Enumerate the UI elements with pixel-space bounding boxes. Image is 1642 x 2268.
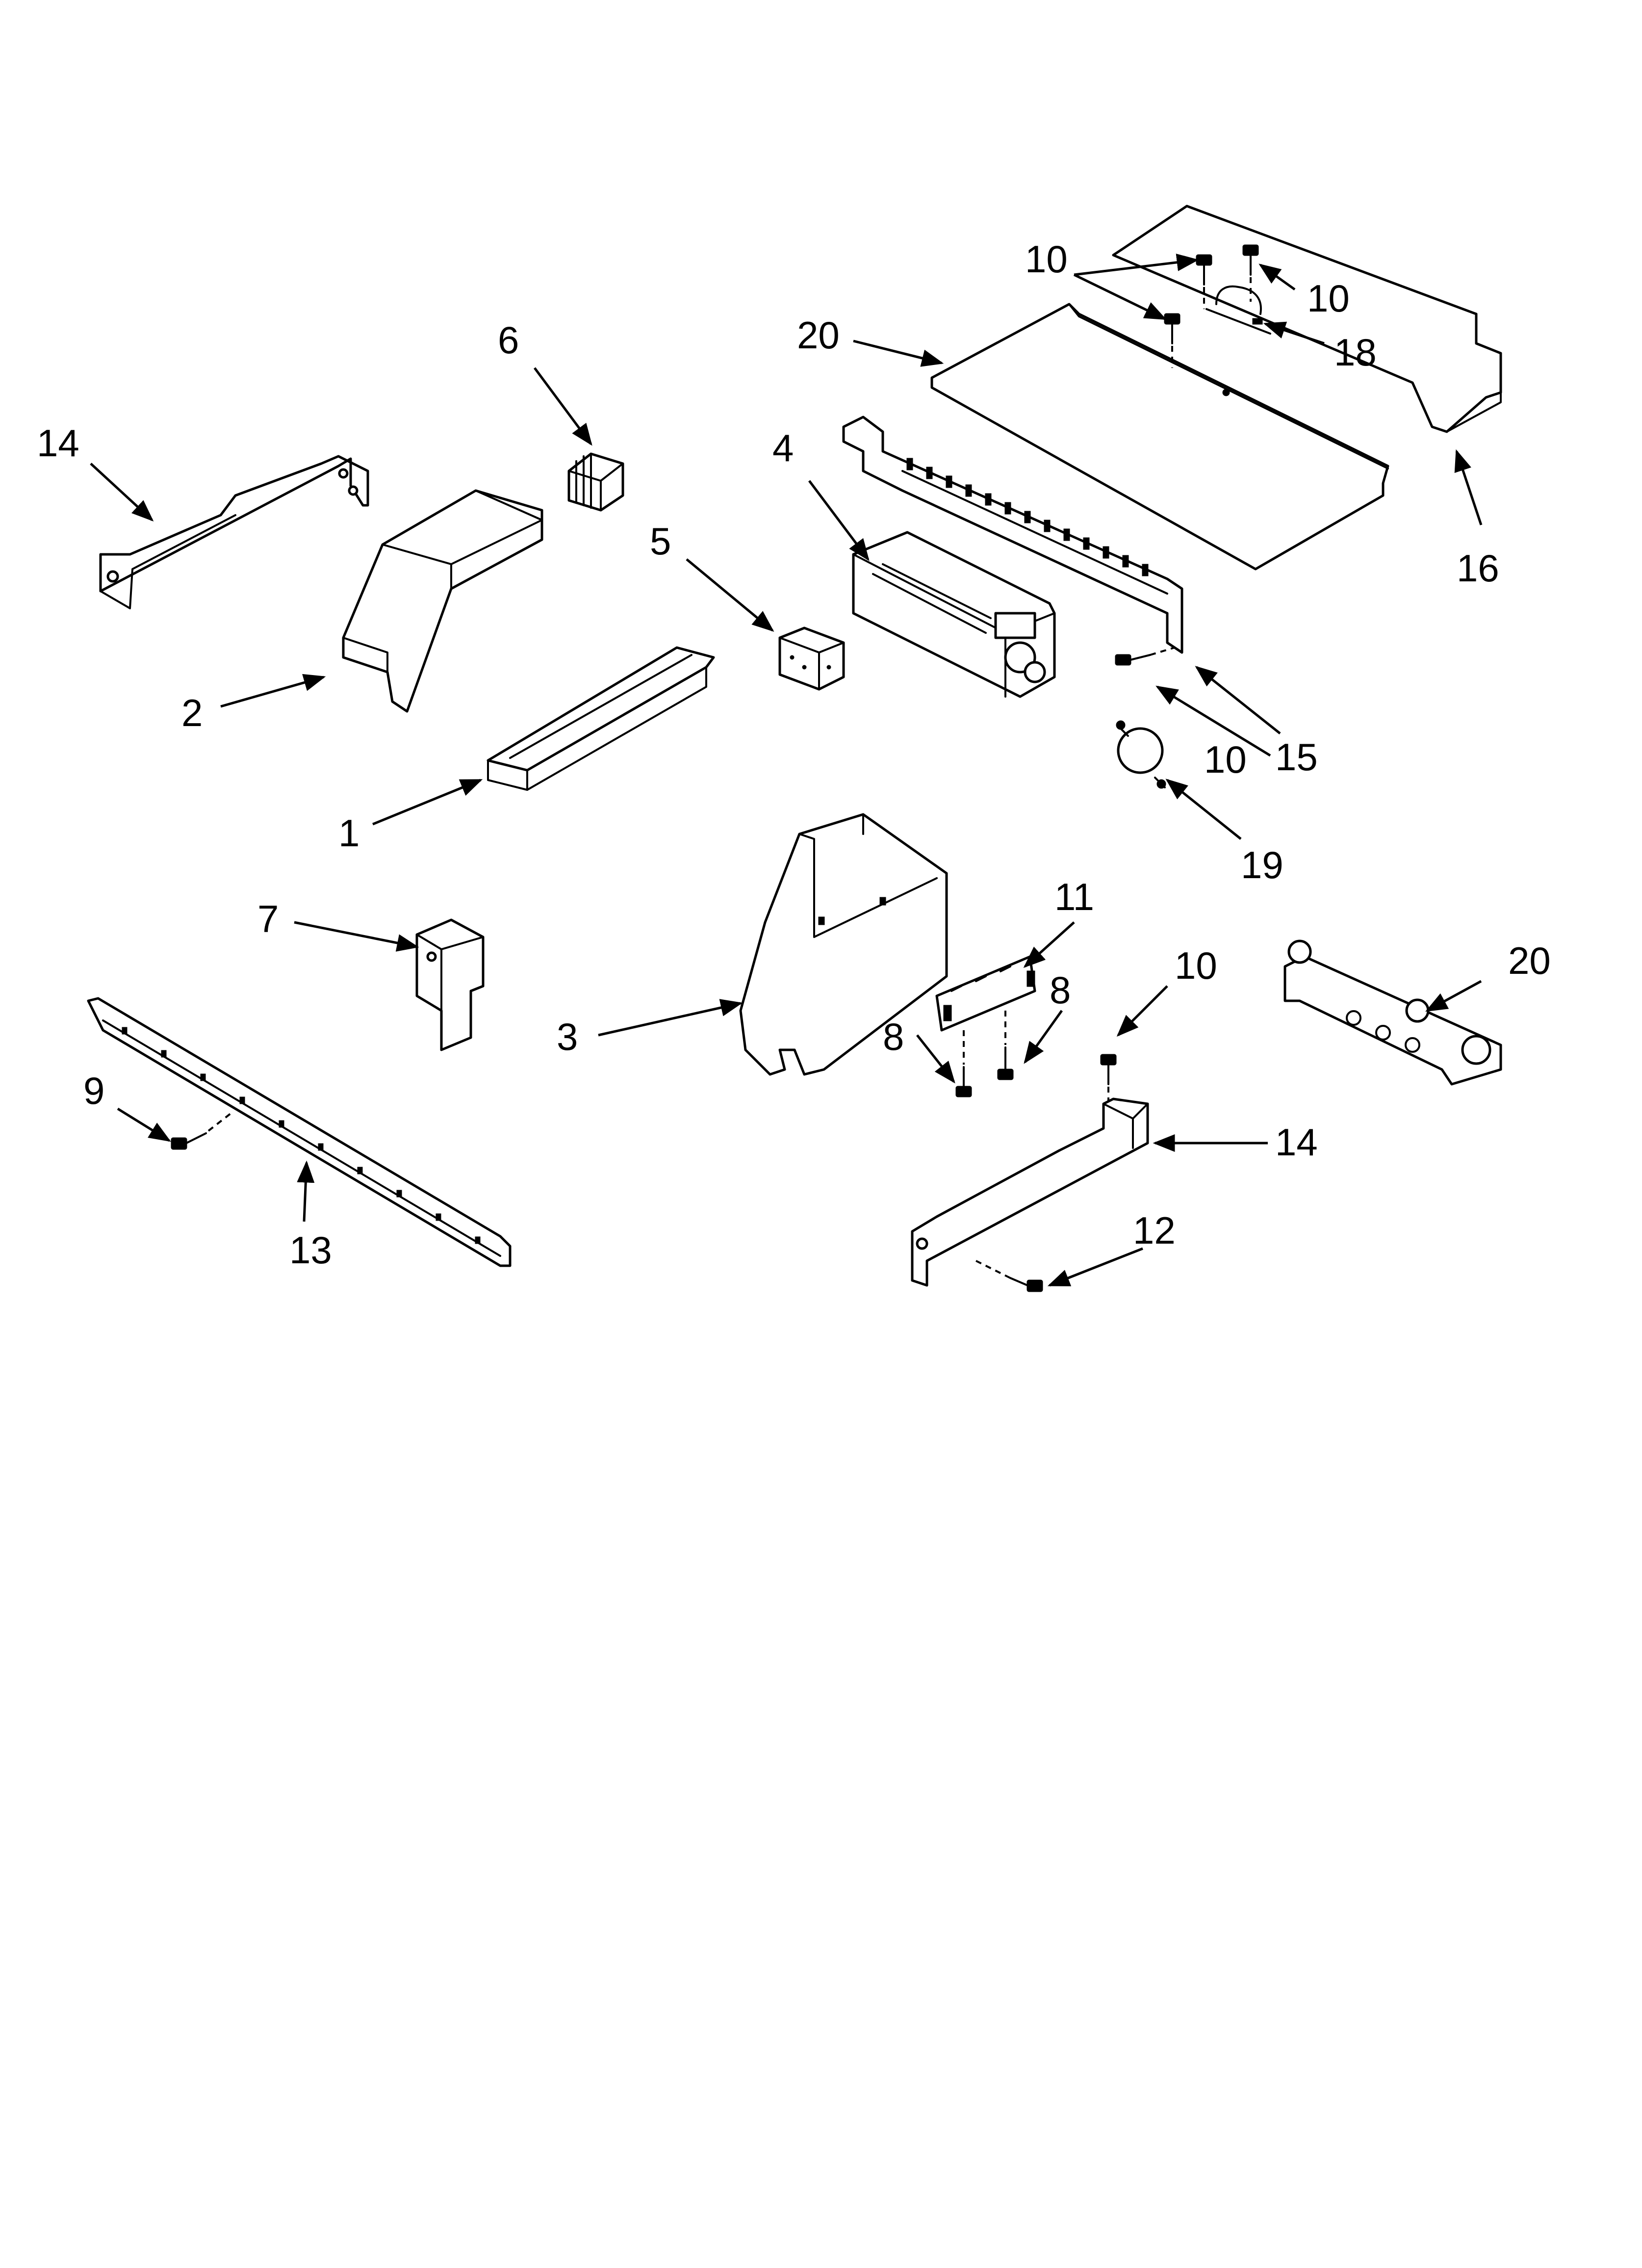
part-1-channel: [487, 646, 715, 791]
callout-15: 15: [1275, 735, 1318, 779]
part-7-bracket: [415, 918, 485, 1051]
part-8-screw-1: [955, 1030, 972, 1097]
callout-10: 10: [1204, 738, 1247, 781]
part-5-box: [778, 626, 845, 691]
leader-lines: [90, 253, 1483, 1287]
callout-12: 12: [1133, 1209, 1176, 1252]
callout-10: 10: [1025, 237, 1068, 281]
part-19-thermal-disc: [1116, 720, 1166, 789]
callout-7: 7: [257, 897, 279, 940]
callout-3: 3: [557, 1015, 578, 1058]
part-14-right-bracket: [911, 1097, 1149, 1287]
part-14-left-bracket: [99, 455, 369, 609]
part-10-screw-right: [1115, 647, 1175, 666]
callout-20: 20: [1508, 939, 1551, 982]
callout-8: 8: [1050, 968, 1071, 1012]
part-13-rail: [87, 997, 512, 1267]
part-20-harness-plate: [1283, 939, 1502, 1086]
part-9-screw: [171, 1113, 231, 1150]
callout-18: 20: [797, 313, 840, 357]
callout-17: 18: [1334, 331, 1377, 374]
part-4-control-module: [852, 531, 1056, 698]
rail-slots: [122, 1027, 481, 1244]
part-10-screw-top-1: [1196, 254, 1212, 309]
callout-19: 19: [1241, 843, 1283, 886]
callout-8: 8: [883, 1015, 904, 1058]
callout-4: 4: [772, 426, 794, 469]
callout-14: 14: [37, 421, 79, 465]
callout-16: 16: [1457, 547, 1499, 590]
bracket-slots: [906, 458, 1149, 576]
callout-10: 10: [1307, 277, 1350, 320]
callout-5: 5: [650, 520, 671, 563]
callout-13: 13: [289, 1228, 332, 1272]
part-15-perforated-bracket: [842, 416, 1183, 654]
part-10-screw-top-3: [1164, 313, 1180, 368]
callout-labels: 10 10 18 20 16 6 14 4 5 2 1 10 15 19 7 1…: [37, 237, 1551, 1272]
part-6-block: [567, 452, 624, 512]
part-17-clamp: [1206, 285, 1271, 335]
callout-6: 6: [498, 318, 519, 362]
part-12-screw: [975, 1260, 1043, 1292]
part-11-terminal-block: [935, 955, 1036, 1032]
callout-2: 2: [181, 691, 203, 734]
callout-14: 14: [1275, 1121, 1318, 1164]
callout-10: 10: [1175, 944, 1217, 987]
part-3-formed-duct: [739, 813, 948, 1076]
callout-11: 11: [1054, 875, 1094, 918]
callout-9: 9: [83, 1069, 104, 1112]
part-2-duct: [342, 489, 543, 713]
part-10-screw-top-2: [1242, 244, 1259, 302]
part-8-screw-2: [997, 1011, 1014, 1080]
part-18-panel: [930, 303, 1389, 571]
callout-1: 1: [338, 811, 359, 855]
